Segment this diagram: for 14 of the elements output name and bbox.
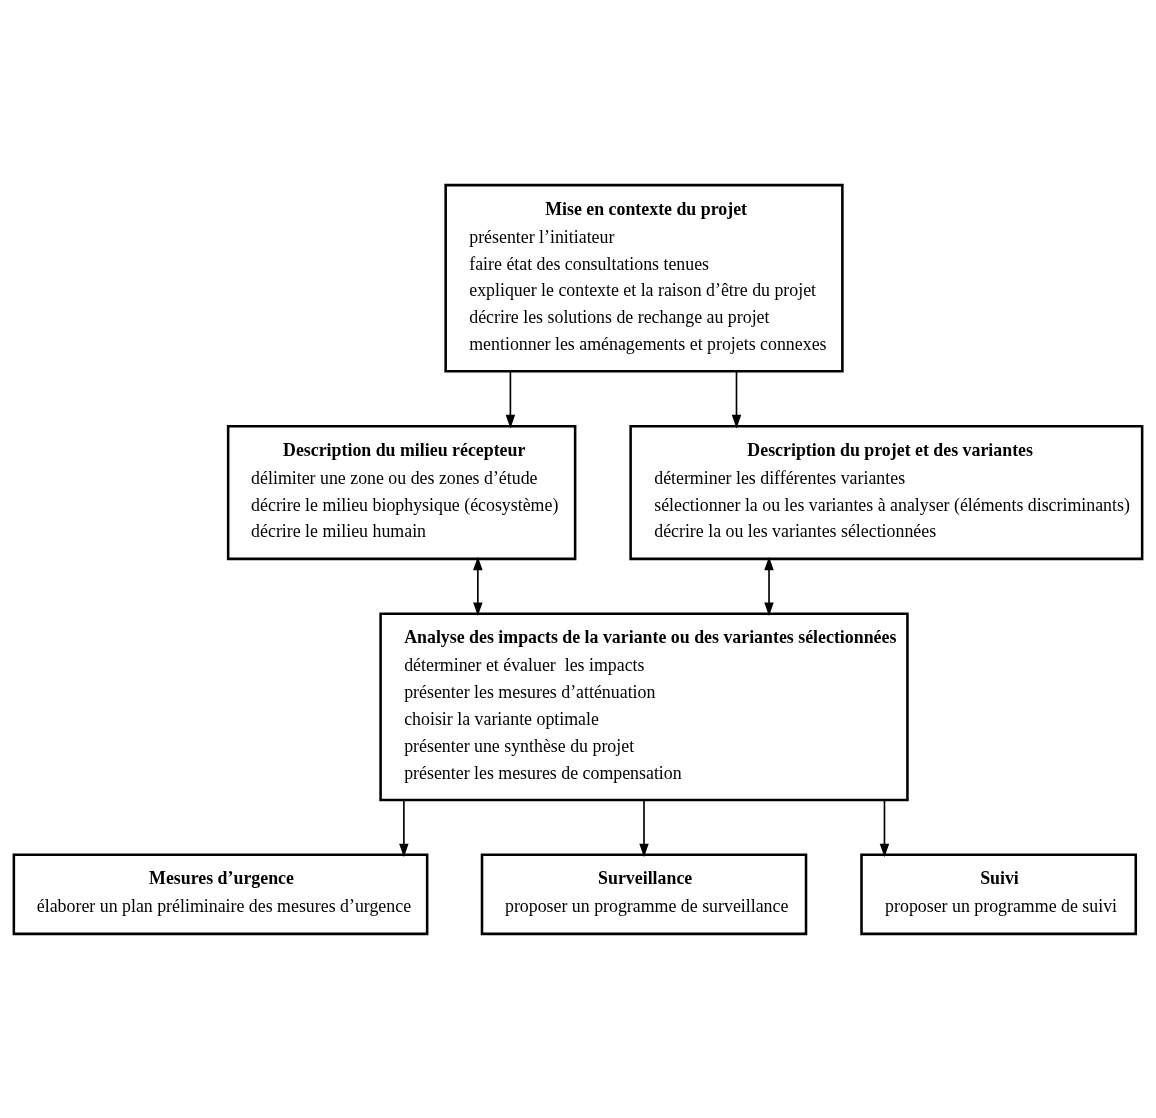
arrow <box>639 798 649 857</box>
arrow <box>505 370 516 428</box>
node-box: Mesures d’urgence élaborer un plan préliminaire des mesures d’urgence <box>12 853 429 935</box>
node-box: Surveillance proposer un programme de surveillance <box>480 853 808 935</box>
node-box: Description du milieu récepteur délimiter une zone ou des zones d’étude décrire le milieu biophysique (écosystème) décrire le milieu humain <box>226 424 577 560</box>
node-box: Analyse des impacts de la variante ou des variantes sélectionnées déterminer et évaluer les impacts présenter les mesures d’atténuation choisir la variante optimale présenter une synthèse du projet présenter les mesures de compensation <box>379 611 909 801</box>
arrow <box>399 798 409 857</box>
arrow <box>473 556 483 616</box>
arrow <box>879 798 890 857</box>
node-box: Description du projet et des variantes déterminer les différentes variantes sélectionner la ou les variantes à analyser (éléments discriminants) décrire la ou les variantes sélectionnées <box>629 424 1144 560</box>
arrow <box>731 370 742 428</box>
node-box: Suivi proposer un programme de suivi <box>860 853 1138 935</box>
arrow <box>764 556 774 616</box>
node-box: Mise en contexte du projet présenter l’initiateur faire état des consultations tenues expliquer le contexte et la raison d’être du projet décrire les solutions de rechange au projet mentionner les aménagements et projets connexes <box>444 183 844 373</box>
